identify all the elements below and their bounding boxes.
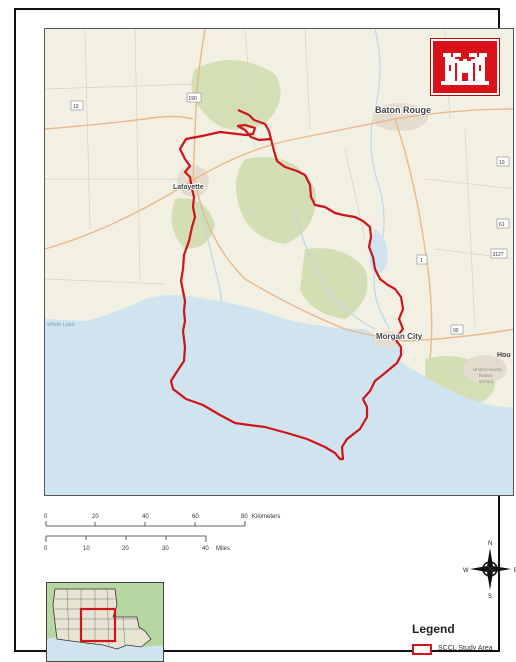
legend-swatch-study-area (412, 644, 432, 655)
inset-study-area-highlight (79, 607, 117, 643)
svg-text:30: 30 (162, 546, 169, 552)
label-baton-rouge: Baton Rouge (375, 105, 431, 115)
legend-title: Legend (412, 622, 455, 636)
svg-text:20: 20 (92, 514, 99, 520)
svg-text:40: 40 (142, 514, 149, 520)
label-houma-sub: United Houma (473, 367, 502, 372)
svg-text:1: 1 (420, 258, 423, 264)
mile-scale: 0 10 20 30 40 Miles (44, 535, 230, 552)
svg-text:S: S (488, 594, 492, 600)
study-area-boundary[interactable] (169, 108, 405, 461)
svg-text:61: 61 (499, 222, 505, 228)
place-labels: Baton Rouge Lafayette Morgan City White … (47, 104, 511, 384)
white-lake-water (45, 326, 105, 346)
svg-text:10: 10 (499, 160, 505, 166)
svg-text:40: 40 (202, 546, 209, 552)
svg-text:Miles: Miles (216, 546, 230, 552)
vermilion-bay (164, 309, 285, 400)
svg-text:Kilometers: Kilometers (252, 514, 280, 520)
km-scale: 0 20 40 60 80 Kilometers (44, 514, 280, 527)
label-houma-sub2: Nation (479, 373, 493, 378)
map-frame: 13 190 10 61 1 3127 90 Baton Rouge Lafay… (14, 8, 516, 662)
north-arrow-icon: N S W E (461, 538, 516, 600)
svg-text:N: N (488, 541, 492, 547)
svg-text:20: 20 (122, 546, 129, 552)
label-houma: Hou (497, 352, 511, 359)
legend: Legend SCCL Study Area (412, 622, 516, 662)
legend-label-study-area: SCCL Study Area (438, 645, 493, 652)
castle-icon (431, 39, 499, 95)
svg-text:190: 190 (189, 96, 198, 102)
svg-text:90: 90 (453, 328, 459, 334)
svg-text:E: E (514, 568, 516, 574)
label-lafayette: Lafayette (173, 184, 204, 191)
gulf-of-mexico (45, 295, 513, 495)
label-white-lake: White Lake (47, 322, 75, 328)
locator-inset-map[interactable] (46, 582, 164, 662)
svg-text:3127: 3127 (493, 252, 504, 258)
svg-text:0: 0 (44, 514, 48, 520)
svg-text:13: 13 (73, 104, 79, 110)
svg-text:10: 10 (83, 546, 90, 552)
label-houma-sub3: School (479, 379, 493, 384)
main-map[interactable]: 13 190 10 61 1 3127 90 Baton Rouge Lafay… (44, 28, 514, 496)
svg-text:80: 80 (241, 514, 248, 520)
svg-text:0: 0 (44, 546, 48, 552)
label-morgan-city: Morgan City (376, 332, 423, 341)
scale-bars: 0 20 40 60 80 Kilometers 0 (44, 510, 304, 580)
highways (45, 29, 513, 360)
highway-shields: 13 190 10 61 1 3127 90 (70, 92, 510, 335)
svg-text:60: 60 (192, 514, 199, 520)
svg-text:W: W (463, 568, 469, 574)
map-canvas: 13 190 10 61 1 3127 90 Baton Rouge Lafay… (45, 29, 513, 495)
